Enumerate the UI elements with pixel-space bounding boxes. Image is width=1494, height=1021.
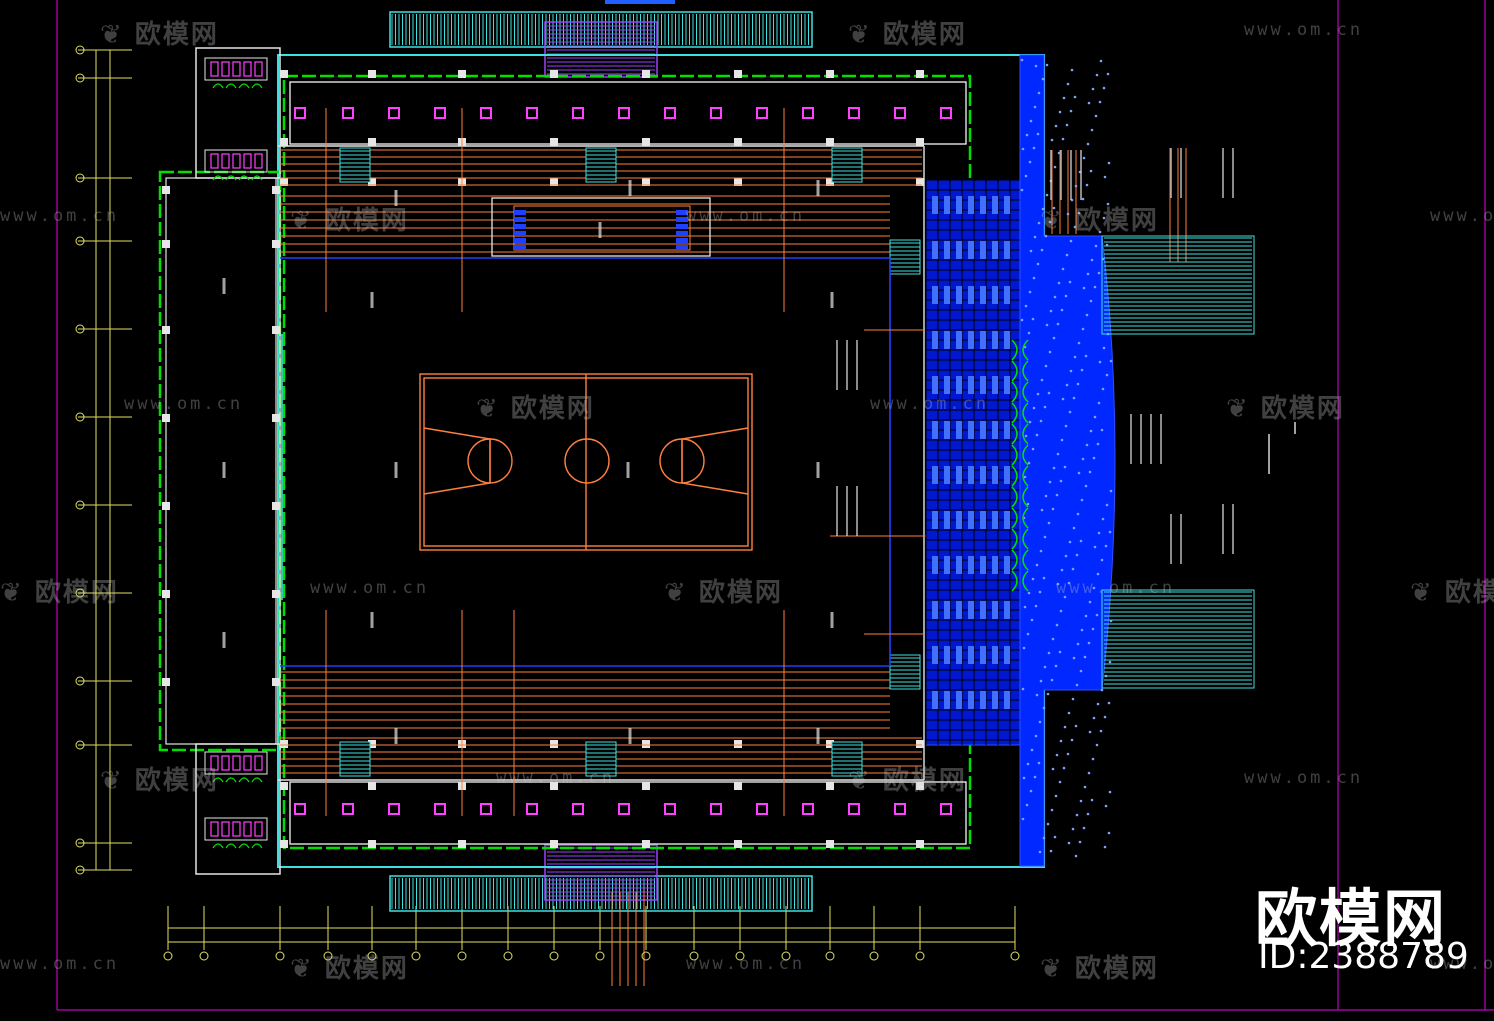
watermark-brand: ❦ 欧模网 [1226, 394, 1345, 424]
watermark-url: www.om.cn [686, 954, 806, 974]
leader-lines [325, 108, 1187, 986]
watermark-url: www.om.cn [1056, 578, 1176, 598]
watermark-url: www.om.cn [124, 394, 244, 414]
basketball-court [419, 373, 753, 551]
watermark-brand: ❦ 欧模网 [1410, 578, 1494, 608]
east-stairs [1101, 235, 1255, 689]
watermark-url: www.om.cn [0, 954, 120, 974]
stamp-brand: 欧模网 [1255, 882, 1448, 955]
watermark-brand: ❦ 欧模网 [100, 766, 219, 796]
toilet-blocks [204, 57, 268, 849]
watermark-brand: ❦ 欧模网 [1040, 954, 1159, 984]
grid-bubbles [75, 45, 1020, 961]
structural-columns [162, 70, 952, 848]
east-plaza [1011, 54, 1116, 867]
stamp-id: ID:2388789 [1258, 936, 1469, 977]
watermark-brand: ❦ 欧模网 [100, 20, 219, 50]
watermark-url: www.om.cn [1430, 954, 1494, 974]
watermark-brand: ❦ 欧模网 [1040, 206, 1159, 236]
watermark-url: www.om.cn [686, 206, 806, 226]
watermark-url: www.om.cn [0, 206, 120, 226]
east-stand [925, 179, 1021, 746]
watermark-brand: ❦ 欧模网 [664, 578, 783, 608]
bottom-entrance-stairs [389, 844, 813, 912]
left-dimension-axis [78, 49, 132, 871]
watermark-brand: ❦ 欧模网 [476, 394, 595, 424]
annotation-marks [222, 148, 1296, 744]
watermark-url: www.om.cn [870, 394, 990, 414]
watermark-brand: ❦ 欧模网 [848, 766, 967, 796]
watermark-brand: ❦ 欧模网 [290, 206, 409, 236]
seating-tiers [280, 147, 922, 777]
watermark-brand: ❦ 欧模网 [848, 20, 967, 50]
watermark-url: www.om.cn [1244, 20, 1364, 40]
watermark-url: www.om.cn [310, 578, 430, 598]
watermark-url: www.om.cn [1244, 768, 1364, 788]
watermark-url: www.om.cn [1430, 206, 1494, 226]
press-box [491, 197, 711, 257]
arena-boundary [280, 257, 891, 667]
watermark-url: www.om.cn [496, 768, 616, 788]
watermark-brand: ❦ 欧模网 [290, 954, 409, 984]
drawing-frame [56, 0, 1494, 1011]
concourse-walls [278, 81, 967, 845]
top-entrance-stairs [389, 0, 813, 78]
bottom-dimension-axis [167, 906, 1016, 950]
watermark-brand: ❦ 欧模网 [0, 578, 119, 608]
